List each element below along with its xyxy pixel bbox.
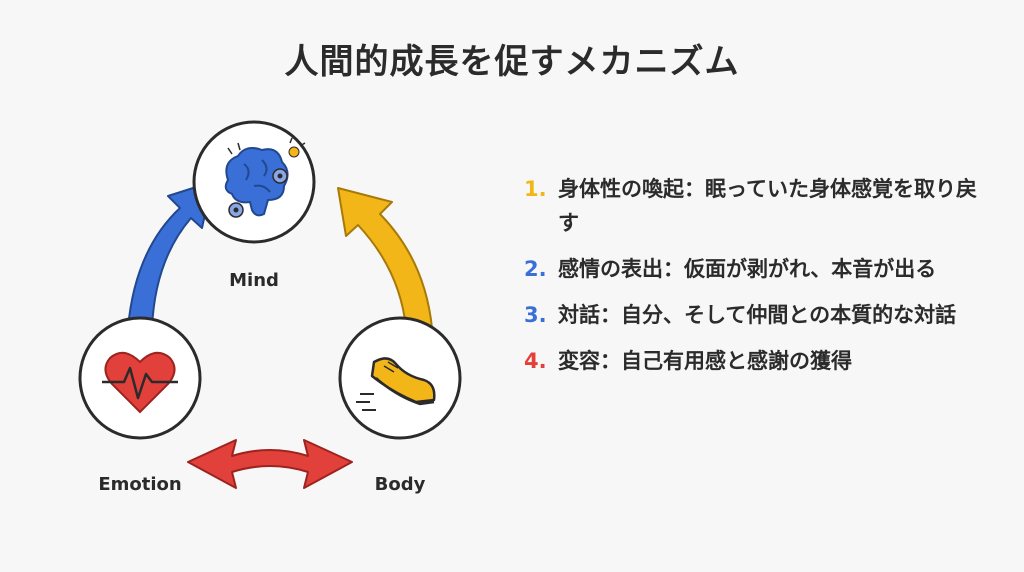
- emotion-body-arrow: [187, 439, 353, 489]
- step-number: 3.: [524, 303, 547, 327]
- cycle-svg: [78, 120, 462, 489]
- step-text: 感情の表出：仮面が剥がれ、本音が出る: [558, 257, 937, 281]
- mind-label: Mind: [229, 270, 279, 291]
- brain-gears-icon: [224, 137, 306, 218]
- emotion-label: Emotion: [98, 474, 182, 495]
- step-number: 2.: [524, 257, 547, 281]
- growth-cycle-diagram: Mind Emotion Body: [40, 110, 500, 530]
- page-title: 人間的成長を促すメカニズム: [284, 42, 740, 82]
- step-text: 対話：自分、そして仲間との本質的な対話: [558, 303, 957, 327]
- step-text: 変容：自己有用感と感謝の獲得: [558, 349, 852, 373]
- mind-node: [192, 120, 316, 244]
- step-number: 4.: [524, 349, 547, 373]
- emotion-node: [78, 316, 202, 440]
- step-item: 3. 対話：自分、そして仲間との本質的な対話: [524, 298, 984, 332]
- steps-list: 1. 身体性の喚起：眠っていた身体感覚を取り戻す 2. 感情の表出：仮面が剥がれ…: [524, 172, 984, 390]
- step-number: 1.: [524, 177, 547, 201]
- running-shoe-icon: [356, 357, 436, 411]
- step-item: 2. 感情の表出：仮面が剥がれ、本音が出る: [524, 252, 984, 286]
- body-node: [338, 316, 462, 440]
- heartbeat-icon: [102, 351, 178, 414]
- step-text: 身体性の喚起：眠っていた身体感覚を取り戻す: [558, 177, 977, 235]
- body-to-mind-arrow: [337, 187, 433, 329]
- step-item: 1. 身体性の喚起：眠っていた身体感覚を取り戻す: [524, 172, 984, 240]
- step-item: 4. 変容：自己有用感と感謝の獲得: [524, 344, 984, 378]
- body-label: Body: [374, 474, 426, 495]
